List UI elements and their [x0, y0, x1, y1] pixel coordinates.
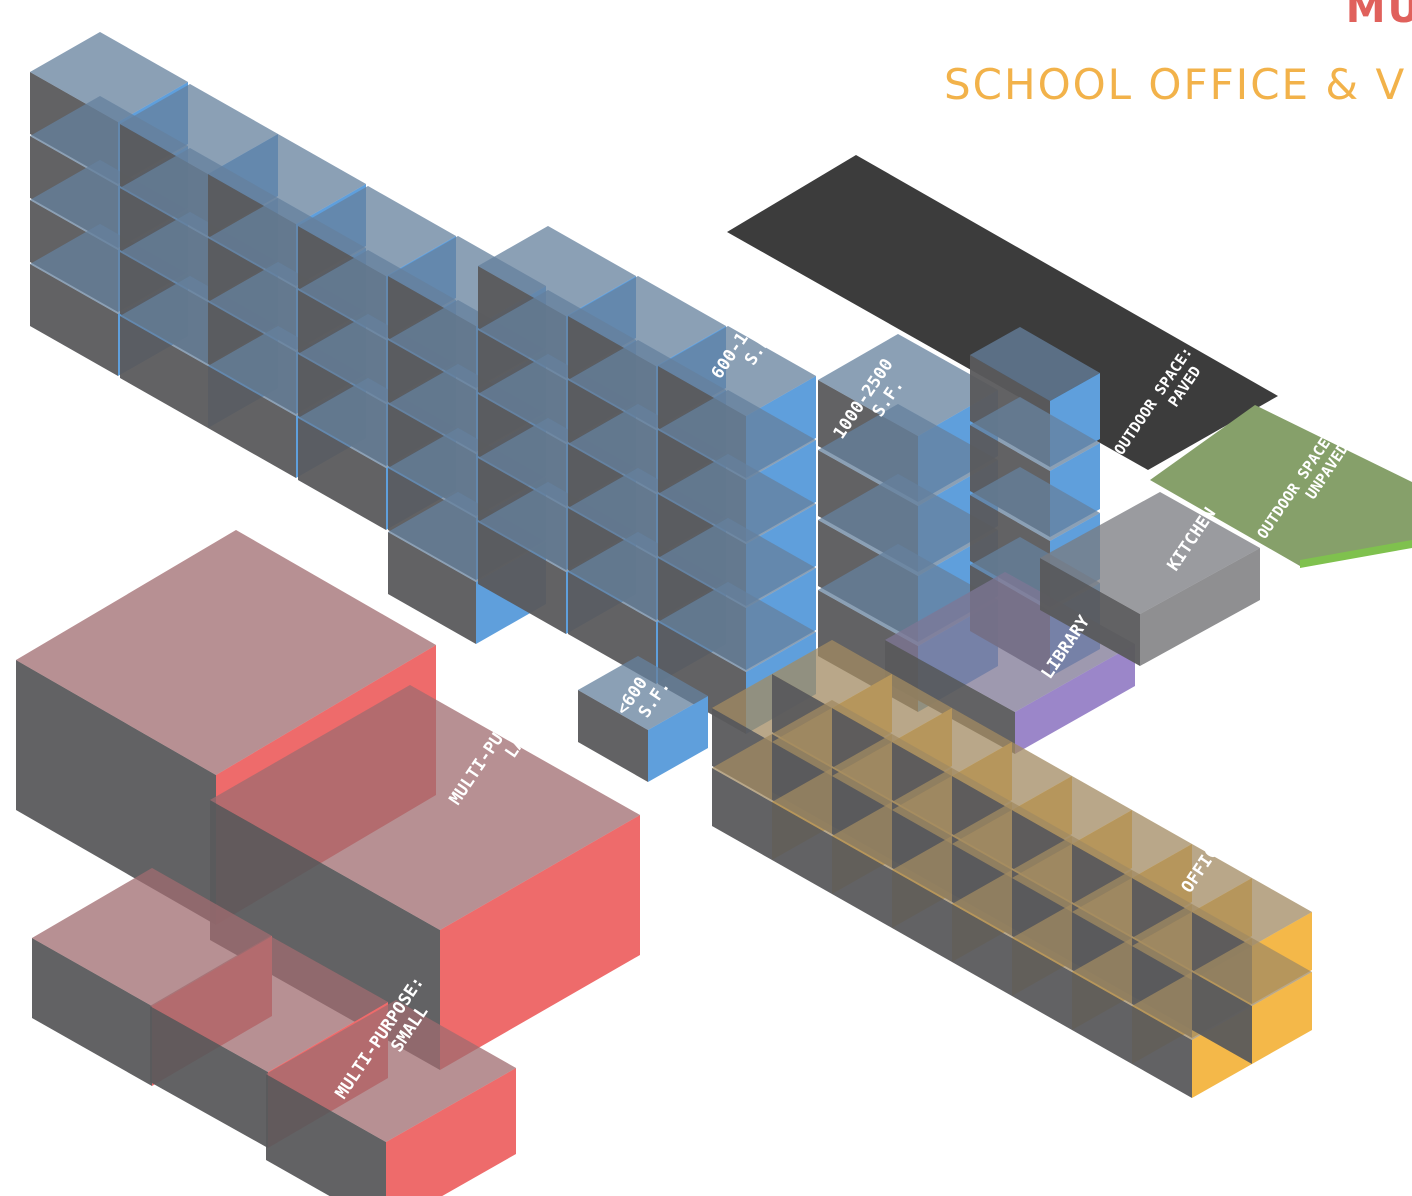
library-block-top-face	[885, 572, 1135, 712]
classroom-block-top-face	[658, 454, 816, 544]
outdoor-unpaved-slab	[1150, 405, 1412, 566]
office-block-top-face	[1192, 878, 1312, 946]
classroom-block-front-face	[478, 522, 566, 634]
office-block-front-face	[1192, 972, 1252, 1064]
classroom-block-top-face	[208, 134, 366, 224]
office-block-top-shade	[1192, 938, 1312, 1006]
classroom-block-top-shade	[658, 326, 816, 416]
classroom-block-top-shade	[658, 390, 816, 480]
classroom-block-top-shade	[658, 454, 816, 544]
multipurpose-small-block-top-face	[150, 936, 388, 1072]
classroom-block-top-face	[658, 390, 816, 480]
classroom-small-block-side-face	[648, 696, 708, 782]
classroom-large-block-top-face	[818, 404, 998, 506]
classroom-block-front-face	[298, 418, 386, 530]
classroom-large-block-top-face	[818, 334, 998, 436]
classroom-large-block-top-shade	[970, 327, 1100, 401]
kitchen-block-top-shade	[1040, 492, 1260, 614]
classroom-block-top-shade	[30, 32, 188, 122]
classroom-large-block-top-face	[970, 327, 1100, 401]
classroom-small-block-top-shade	[578, 656, 708, 730]
office-block-front-face	[892, 870, 952, 962]
outdoor-paved-slab	[727, 155, 1278, 470]
classroom-block-front-face	[568, 572, 656, 684]
classroom-block-top-face	[30, 32, 188, 122]
multipurpose-small-block-side-face	[386, 1068, 516, 1196]
multipurpose-large-block-side-face	[440, 815, 640, 1070]
classroom-large-block-top-shade	[970, 467, 1100, 541]
classroom-block-top-face	[658, 582, 816, 672]
office-block-front-face	[832, 836, 892, 928]
classroom-block-top-shade	[208, 134, 366, 224]
classroom-large-block-top-face	[818, 474, 998, 576]
classroom-block-top-face	[658, 518, 816, 608]
multipurpose-large-block-top-face	[210, 685, 640, 930]
classroom-block-top-face	[298, 186, 456, 276]
office-block-front-face	[1132, 1006, 1192, 1098]
classroom-block-top-shade	[658, 518, 816, 608]
classroom-block-front-face	[120, 316, 208, 428]
classroom-large-block-top-face	[970, 467, 1100, 541]
multipurpose-small-block-top-face	[266, 1000, 516, 1142]
classroom-block-top-face	[478, 226, 636, 316]
massing-blocks	[16, 32, 1412, 1196]
classroom-block-top-face	[658, 326, 816, 416]
office-block-front-face	[1072, 972, 1132, 1064]
office-block-top-shade	[1192, 878, 1312, 946]
classroom-block-top-face	[568, 276, 726, 366]
office-block-top-face	[1192, 938, 1312, 1006]
multipurpose-small-block-top-face	[32, 868, 272, 1006]
office-block-front-face	[712, 768, 772, 860]
classroom-block-front-face	[30, 264, 118, 376]
classroom-block-top-shade	[120, 84, 278, 174]
outdoor-unpaved-edge	[1300, 540, 1412, 568]
classroom-block-top-shade	[568, 276, 726, 366]
classroom-block-top-shade	[658, 582, 816, 672]
library-block-top-shade	[885, 572, 1135, 712]
page-subtitle: SCHOOL OFFICE & V	[944, 60, 1407, 109]
office-block-front-face	[772, 802, 832, 894]
multipurpose-large-block-top-shade	[210, 685, 640, 930]
multipurpose-small-block-front-face	[150, 1006, 268, 1148]
classroom-block-top-shade	[298, 186, 456, 276]
classroom-block-top-face	[120, 84, 278, 174]
multipurpose-small-block-front-face	[266, 1074, 386, 1196]
library-block-side-face	[1015, 644, 1135, 754]
kitchen-block-top-face	[1040, 492, 1260, 614]
classroom-large-block-top-shade	[818, 404, 998, 506]
classroom-small-block-top-face	[578, 656, 708, 730]
page-title: MU	[1345, 0, 1412, 32]
classroom-large-block-top-shade	[818, 334, 998, 436]
multipurpose-small-block-top-shade	[150, 936, 388, 1072]
kitchen-block-side-face	[1140, 548, 1260, 666]
multipurpose-large-block-front-face	[16, 660, 216, 925]
multipurpose-large-block-top-shade	[16, 530, 436, 775]
multipurpose-small-block-front-face	[32, 938, 152, 1086]
classroom-block-top-shade	[478, 226, 636, 316]
classroom-block-front-face	[388, 532, 476, 644]
classroom-large-block-top-shade	[818, 474, 998, 576]
kitchen-block-front-face	[1040, 558, 1140, 666]
office-block-front-face	[952, 904, 1012, 996]
classroom-large-block-top-shade	[970, 397, 1100, 471]
classroom-small-block-front-face	[578, 690, 648, 782]
office-block-side-face	[1252, 972, 1312, 1064]
multipurpose-large-block-top-face	[16, 530, 436, 775]
multipurpose-small-block-top-shade	[32, 868, 272, 1006]
classroom-large-block-top-face	[970, 397, 1100, 471]
office-block-front-face	[1012, 938, 1072, 1030]
multipurpose-small-block-top-shade	[266, 1000, 516, 1142]
classroom-block-front-face	[208, 366, 296, 478]
